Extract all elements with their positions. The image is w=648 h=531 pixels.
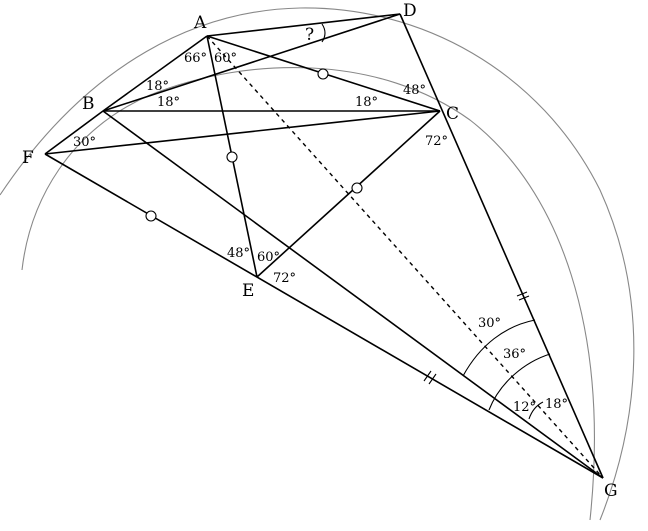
point-label-E: E (242, 281, 254, 301)
angle-label: 48° (227, 246, 250, 261)
segment-BF (44, 110, 104, 155)
point-label-D: D (403, 1, 417, 21)
angle-label: 30° (478, 316, 501, 331)
angle-label: 48° (403, 83, 426, 98)
segment-AD (206, 13, 401, 37)
angle-label: 60° (257, 250, 280, 265)
angle-label: 66° (184, 51, 207, 66)
segment-BG (102, 110, 604, 479)
angle-arc-36 (488, 353, 551, 411)
equal-mark-circle (145, 210, 157, 222)
angle-label: ? (305, 25, 314, 45)
equal-mark-circle (351, 182, 363, 194)
equal-mark-circle (317, 68, 329, 80)
segment-FG (44, 153, 604, 479)
point-label-B: B (82, 94, 95, 114)
angle-arc-12 (528, 401, 544, 420)
angle-label: 18° (157, 95, 180, 110)
point-label-G: G (604, 481, 618, 501)
equal-mark-circle (226, 151, 238, 163)
angle-label: 18° (545, 397, 568, 412)
segment-CE (256, 110, 441, 278)
double-tick-mark (423, 370, 437, 385)
angle-label: 30° (73, 135, 96, 150)
point-label-F: F (22, 148, 34, 168)
angle-label: 18° (355, 95, 378, 110)
segment-FC (44, 110, 441, 155)
double-tick-mark (516, 291, 530, 301)
angle-label: 36° (503, 347, 526, 362)
segment-AG-dashed (206, 35, 604, 479)
circle-arc-inner (21, 67, 595, 521)
angle-label: 72° (273, 271, 296, 286)
angle-label: 18° (146, 79, 169, 94)
angle-arc-30 (462, 319, 536, 377)
angle-label: 72° (425, 134, 448, 149)
point-label-C: C (446, 104, 459, 124)
segment-BD (102, 13, 401, 112)
angle-label: 60° (214, 51, 237, 66)
segment-DG (399, 13, 604, 479)
angle-label: 12° (513, 400, 536, 415)
circle-arc-outer (0, 7, 635, 521)
point-label-A: A (193, 13, 207, 33)
segment-AB (102, 35, 208, 112)
angle-arc-unknown (321, 23, 326, 43)
